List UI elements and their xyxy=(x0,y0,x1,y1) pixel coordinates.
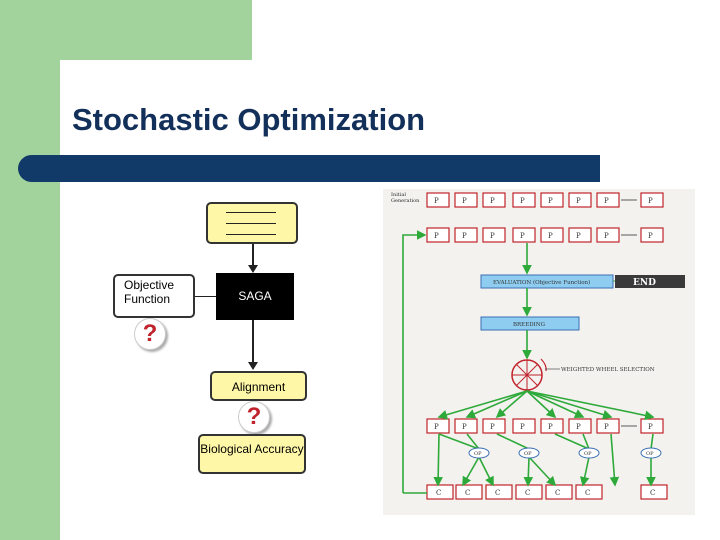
arrow-objective-to-saga xyxy=(195,296,216,297)
initial-individual-label: P xyxy=(648,197,653,205)
selected-individual-label: P xyxy=(520,423,525,431)
operator-label: OP xyxy=(474,451,482,457)
initial-individual-label: P xyxy=(548,197,553,205)
selected-individual-label: P xyxy=(648,423,653,431)
content-corner xyxy=(60,60,120,120)
operator-node xyxy=(468,447,490,459)
end-box xyxy=(615,275,685,288)
population-individual-box xyxy=(482,227,506,243)
initial-generation-label: Initial Generation xyxy=(391,192,420,204)
breeding-label: BREEDING xyxy=(513,322,545,328)
selected-individual-box xyxy=(512,418,536,434)
operator-label: OP xyxy=(646,451,654,457)
arrowhead xyxy=(248,265,258,273)
alignment-box: Alignment xyxy=(210,371,307,401)
objective-function-box: Objective Function xyxy=(113,274,195,318)
population-individual-label: P xyxy=(520,232,525,240)
initial-individual-label: P xyxy=(434,197,439,205)
breeding-bar xyxy=(480,316,580,331)
saga-box: SAGA xyxy=(216,273,294,320)
population-individual-box xyxy=(540,227,564,243)
population-individual-label: P xyxy=(604,232,609,240)
child-label: C xyxy=(465,489,470,497)
population-individual-box xyxy=(512,227,536,243)
sequence-input-box xyxy=(206,202,298,244)
ga-diagram: P P P P P P P P P P P P P P P P P P P P P P P P C C C C C C C EVALU… xyxy=(402,192,685,500)
initial-individual-box xyxy=(640,192,664,208)
child-label: C xyxy=(585,489,590,497)
biological-accuracy-box: Biological Accuracy xyxy=(198,434,306,474)
operator-node xyxy=(518,447,540,459)
selected-individual-box xyxy=(454,418,478,434)
child-box xyxy=(485,484,513,500)
selected-individual-label: P xyxy=(548,423,553,431)
child-label: C xyxy=(495,489,500,497)
arrowhead xyxy=(248,362,258,370)
selected-individual-box xyxy=(482,418,506,434)
population-individual-label: P xyxy=(462,232,467,240)
initial-individual-box xyxy=(426,192,450,208)
selected-individual-label: P xyxy=(490,423,495,431)
objective-function-label: Objective Function xyxy=(124,278,175,306)
selected-individual-label: P xyxy=(434,423,439,431)
initial-individual-label: P xyxy=(604,197,609,205)
population-individual-label: P xyxy=(548,232,553,240)
child-label: C xyxy=(436,489,441,497)
initial-individual-label: P xyxy=(520,197,525,205)
child-label: C xyxy=(555,489,560,497)
end-label: END xyxy=(633,278,656,288)
initial-individual-box xyxy=(482,192,506,208)
question-mark-icon: ? xyxy=(238,401,270,433)
population-individual-label: P xyxy=(576,232,581,240)
operator-label: OP xyxy=(524,451,532,457)
title-bar xyxy=(18,155,600,182)
initial-individual-box xyxy=(512,192,536,208)
genetic-algorithm-figure: P P P P P P P P P P P P P P P P P P P P P P P P C C C C C C C EVALU… xyxy=(383,189,695,515)
selected-individual-label: P xyxy=(576,423,581,431)
slide-title: Stochastic Optimization xyxy=(72,102,426,137)
selected-individual-box xyxy=(568,418,592,434)
sequence-lines xyxy=(206,202,298,244)
arrow-saga-to-alignment xyxy=(252,320,254,364)
question-mark-icon: ? xyxy=(134,318,166,350)
population-individual-box xyxy=(568,227,592,243)
evaluation-label: EVALUATION (Objective Function) xyxy=(493,279,590,286)
population-individual-label: P xyxy=(490,232,495,240)
child-box xyxy=(545,484,573,500)
selected-individual-label: P xyxy=(604,423,609,431)
population-individual-label: P xyxy=(434,232,439,240)
operator-node xyxy=(640,447,662,459)
arrow-input-to-saga xyxy=(252,244,254,268)
population-individual-box xyxy=(596,227,620,243)
operator-label: OP xyxy=(584,451,592,457)
child-label: C xyxy=(525,489,530,497)
initial-individual-box xyxy=(540,192,564,208)
initial-individual-label: P xyxy=(462,197,467,205)
population-individual-box xyxy=(426,227,450,243)
population-individual-box xyxy=(640,227,664,243)
initial-individual-label: P xyxy=(490,197,495,205)
wheel-label: WEIGHTED WHEEL SELECTION xyxy=(561,367,655,373)
population-individual-label: P xyxy=(648,232,653,240)
selected-individual-label: P xyxy=(462,423,467,431)
selected-individual-box xyxy=(540,418,564,434)
population-individual-box xyxy=(454,227,478,243)
initial-individual-label: P xyxy=(576,197,581,205)
child-label: C xyxy=(650,489,655,497)
initial-individual-box xyxy=(596,192,620,208)
initial-individual-box xyxy=(568,192,592,208)
green-side-band xyxy=(0,0,60,540)
operator-node xyxy=(578,447,600,459)
initial-individual-box xyxy=(454,192,478,208)
